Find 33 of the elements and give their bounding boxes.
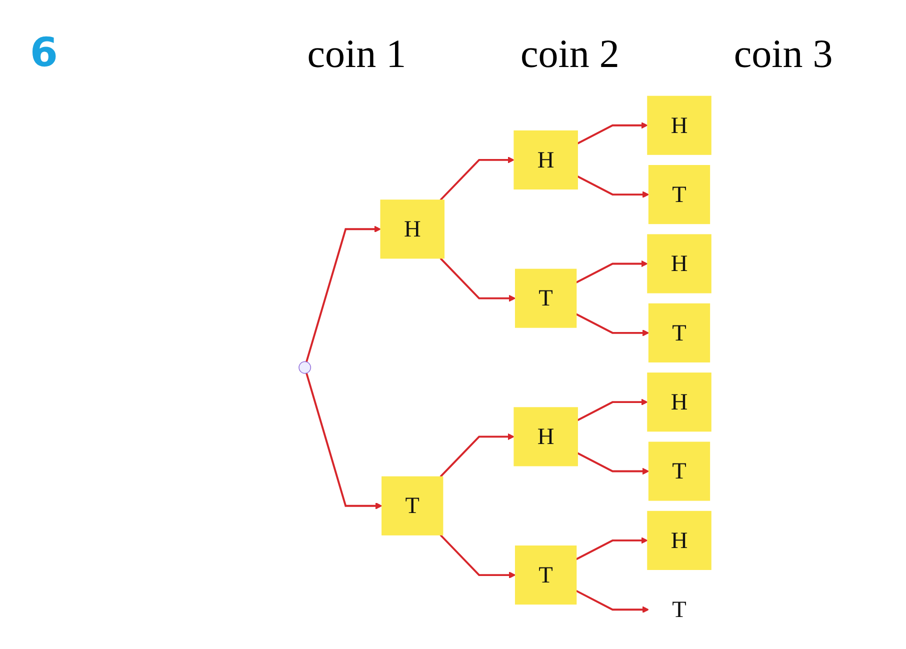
arrow — [576, 313, 650, 336]
node-box: T — [648, 442, 710, 501]
node-box: H — [647, 234, 712, 294]
column-heading: coin 2 — [520, 30, 620, 77]
arrow — [306, 226, 381, 362]
question-number: 6 — [30, 30, 58, 76]
arrow — [577, 398, 648, 422]
arrow — [440, 156, 514, 201]
node-box: T — [648, 165, 710, 224]
node-box: H — [514, 130, 578, 190]
node-point — [298, 361, 312, 374]
node-box: H — [380, 200, 444, 259]
arrow — [576, 590, 650, 614]
node-box: T — [514, 546, 577, 605]
node-box: H — [647, 372, 712, 432]
node-box: T — [382, 476, 444, 536]
arrow — [576, 537, 648, 560]
column-heading: coin 3 — [734, 30, 833, 77]
arrow — [440, 258, 516, 302]
node-box: T — [514, 268, 577, 328]
arrow — [576, 260, 648, 284]
node-box: H — [514, 407, 578, 466]
arrow — [577, 122, 648, 144]
node-box: T — [648, 303, 710, 362]
node-box: H — [647, 510, 712, 570]
arrow — [440, 534, 516, 578]
node-box: H — [647, 96, 712, 155]
arrow — [577, 452, 650, 475]
node-text: T — [672, 596, 686, 622]
arrow — [577, 176, 650, 198]
arrow — [440, 433, 514, 478]
arrow — [306, 372, 382, 510]
column-heading: coin 1 — [307, 30, 406, 77]
